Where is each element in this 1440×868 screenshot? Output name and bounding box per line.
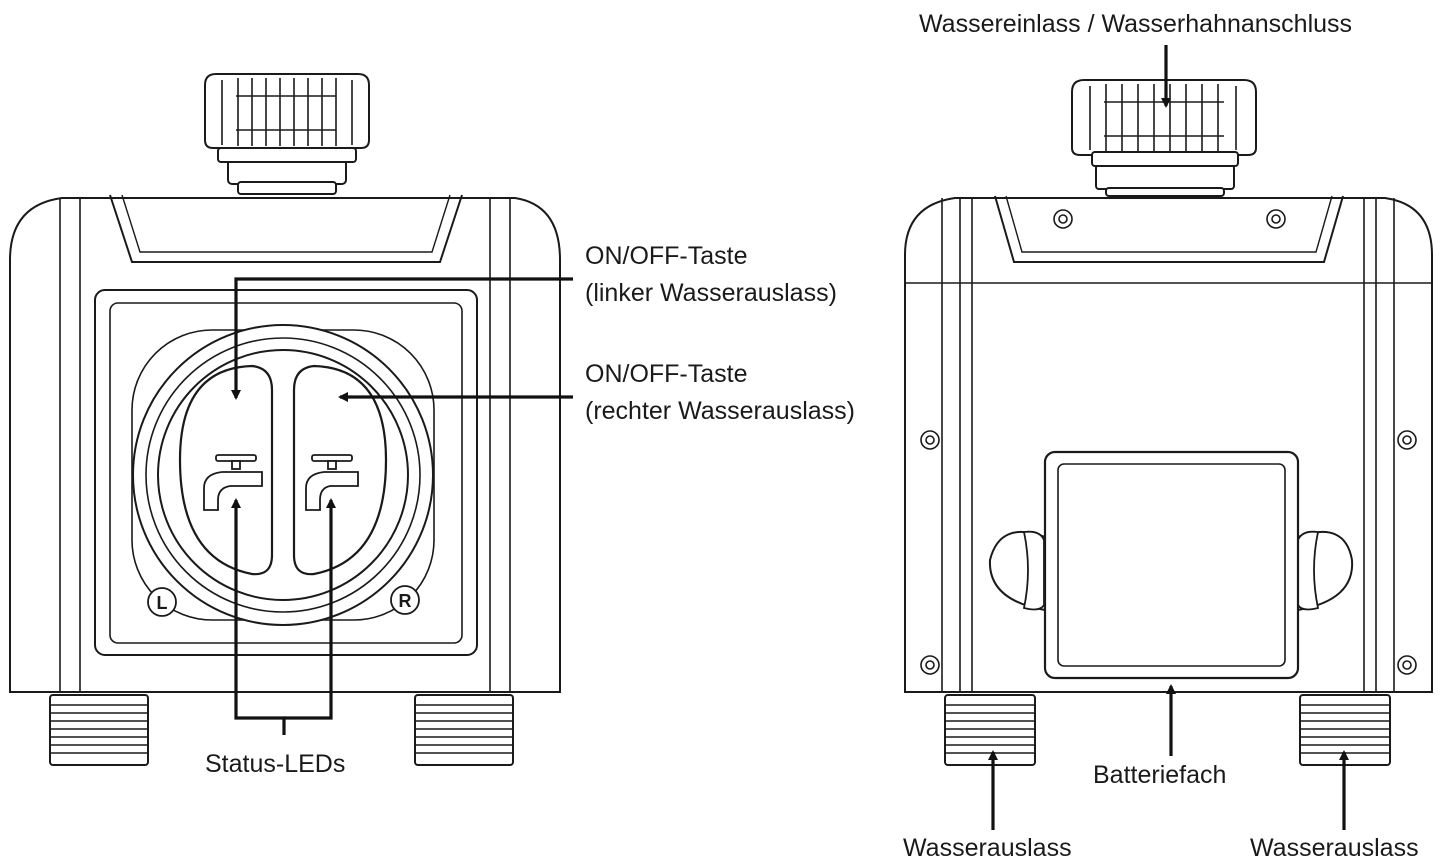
arrow-button-left [231,277,573,400]
label-onoff-left-line1: ON/OFF-Taste [585,242,748,270]
front-buttons [178,364,388,576]
back-screws [920,209,1417,675]
arrow-status-led-left [231,498,286,735]
arrow-status-led-right [284,498,336,720]
front-view: L R [9,73,561,766]
label-outlet-right-text: Wasserauslass [1250,834,1419,862]
label-onoff-right-line2: (rechter Wasserauslass) [585,397,855,425]
label-onoff-right: ON/OFF-Taste (rechter Wasserauslass) [585,356,855,430]
front-outlets [49,694,514,766]
leader-arrows [231,45,1349,830]
marking-right: R [399,591,412,611]
front-tap-connector [204,73,370,195]
label-onoff-right-line1: ON/OFF-Taste [585,360,748,388]
label-battery: Batteriefach [1093,757,1226,794]
label-outlet-left-text: Wasserauslass [903,834,1072,862]
label-outlet-left: Wasserauslass [903,830,1072,867]
label-status-leds-text: Status-LEDs [205,750,346,778]
label-water-inlet-text: Wassereinlass / Wasserhahnanschluss [919,10,1353,38]
front-housing: L R [9,194,561,693]
right-onoff-button[interactable] [292,364,388,576]
label-onoff-left-line2: (linker Wasserauslass) [585,279,837,307]
faucet-left-icon [203,454,263,511]
label-onoff-left: ON/OFF-Taste (linker Wasserauslass) [585,238,837,312]
left-onoff-button[interactable] [178,364,274,576]
label-status-leds: Status-LEDs [205,746,345,783]
back-tap-connector [1071,79,1257,197]
status-led-icons [203,454,359,511]
label-water-inlet: Wassereinlass / Wasserhahnanschluss [919,6,1352,43]
back-view [904,79,1433,766]
back-outlets [944,694,1391,766]
label-outlet-right: Wasserauslass [1250,830,1419,867]
battery-compartment[interactable] [988,450,1354,680]
faucet-right-icon [305,454,359,511]
marking-left: L [157,593,168,613]
label-battery-text: Batteriefach [1093,761,1227,789]
